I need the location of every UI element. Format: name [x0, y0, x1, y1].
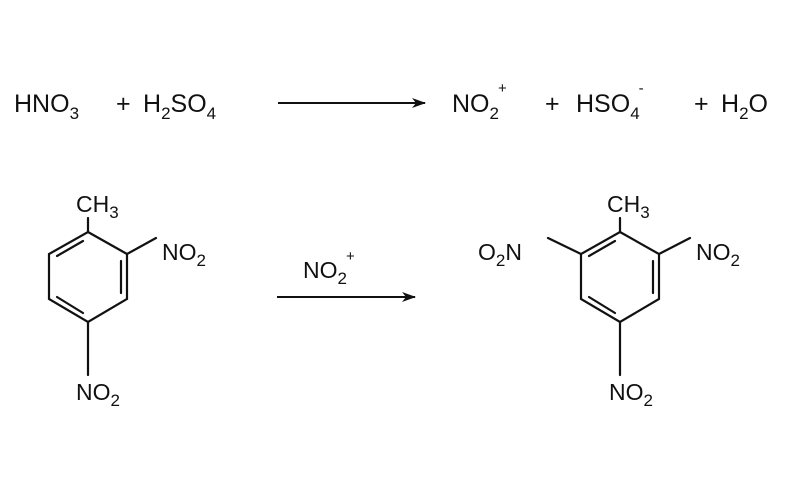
methyl-group-label: CH3 [607, 191, 650, 222]
molecule-dinitrotoluene: CH3 NO2 NO2 [47, 191, 206, 410]
plus-sign: + [694, 90, 709, 118]
product-bisulfate-ion: HSO4- [576, 80, 644, 123]
product-nitronium-ion: NO2+ [452, 80, 507, 123]
benzene-ring [47, 230, 129, 324]
equation-nitronium-formation: HNO3 + H2SO4 NO2+ + HSO4- + H2O [14, 80, 768, 123]
ring-double-bond [55, 295, 85, 315]
nitro-group-label: NO2 [162, 239, 206, 270]
reactant-sulfuric-acid: H2SO4 [143, 90, 216, 123]
bond-nitro [657, 236, 692, 256]
nitro-group-label: NO2 [76, 379, 120, 410]
ring-double-bond [55, 239, 85, 258]
ring-double-bond [587, 239, 617, 258]
plus-sign: + [116, 90, 131, 118]
bond-nitro [546, 236, 583, 256]
methyl-group-label: CH3 [76, 191, 119, 222]
plus-sign: + [545, 90, 560, 118]
nitro-group-label: O2N [478, 239, 522, 270]
molecule-trinitrotoluene: CH3 O2N NO2 NO2 [478, 191, 740, 410]
ring-double-bond [587, 295, 617, 315]
product-water: H2O [721, 90, 768, 123]
reactant-nitric-acid: HNO3 [14, 90, 79, 123]
nitro-group-label: NO2 [609, 379, 653, 410]
nitro-group-label: NO2 [696, 239, 740, 270]
bond-nitro [125, 236, 158, 256]
reagent-nitronium-label: NO2+ [303, 248, 355, 288]
benzene-ring [579, 230, 661, 324]
equation-nitration: CH3 NO2 NO2 NO2+ CH3 O2N NO2 NO2 [47, 191, 740, 410]
